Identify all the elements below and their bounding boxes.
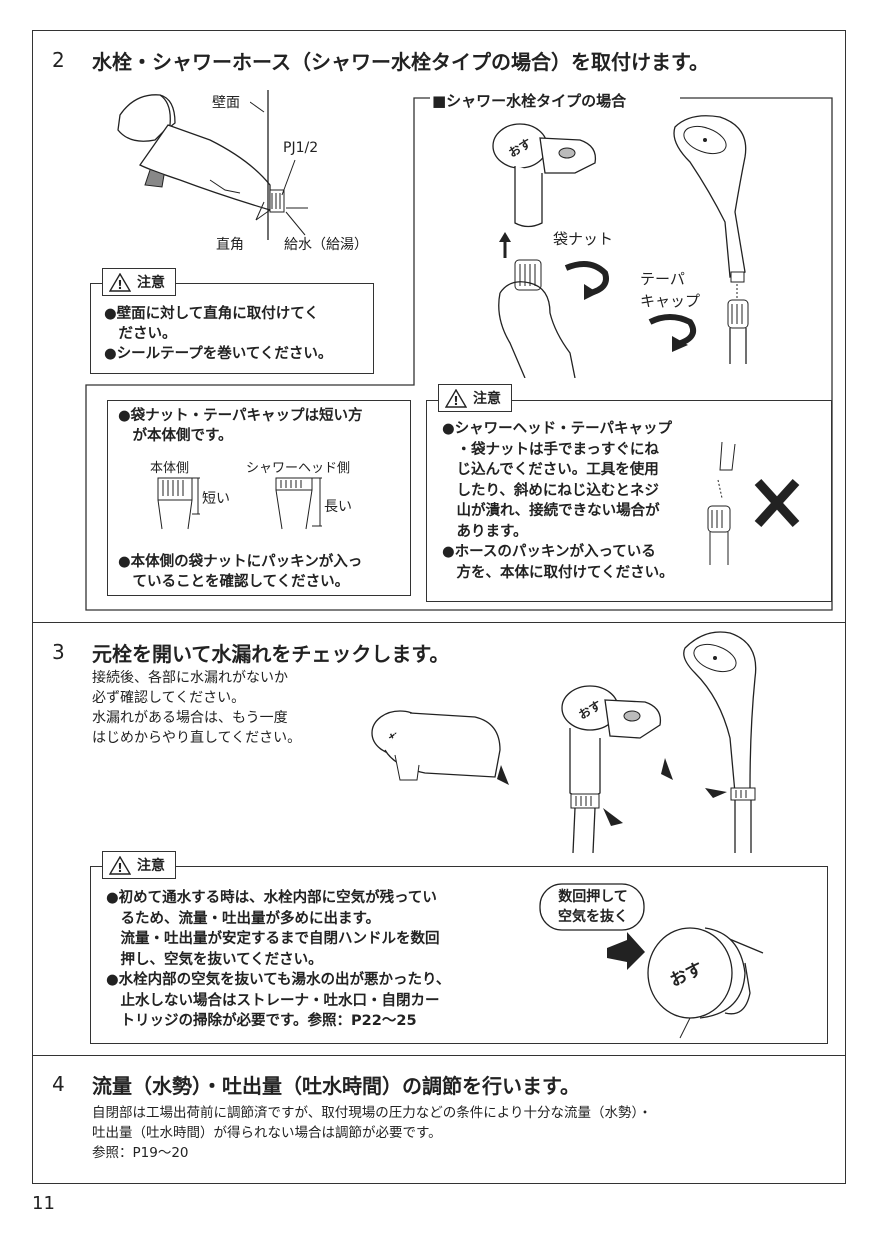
note-line2: ●本体側の袋ナットにパッキンが入っ ていることを確認してください。: [118, 554, 363, 590]
label-shower-side: シャワーヘッド側: [246, 461, 351, 476]
push-knob-illustration: おす: [607, 927, 764, 1039]
wall-lines: [250, 90, 308, 240]
shower-type-frame: [85, 97, 833, 611]
label-pj: PJ1/2: [283, 140, 319, 156]
nut-comparison-illustration: [157, 477, 322, 530]
caution-label: 注意: [137, 275, 165, 291]
page-frame: [32, 30, 846, 1184]
page-number: 11: [32, 1193, 55, 1214]
step2-number: 2: [52, 48, 65, 72]
warning-icon: !: [109, 855, 131, 875]
caution3-text: ●初めて通水する時は、水栓内部に空気が残ってい るため、流量・吐出量が多めに出ま…: [106, 890, 451, 1029]
caution-box-wall: [90, 283, 374, 374]
label-body-side: 本体側: [150, 461, 190, 476]
wrong-angle-illustration: [707, 441, 800, 565]
step3-number: 3: [52, 640, 65, 664]
label-bag-nut: 袋ナット: [553, 230, 614, 248]
label-short: 短い: [202, 491, 230, 507]
step3-title: 元栓を開いて水漏れをチェックします。: [92, 642, 450, 666]
shower-faucet-check-illustration: おす: [561, 631, 757, 854]
divider-step3: [32, 622, 846, 623]
bubble-text: 数回押して 空気を抜く: [558, 889, 628, 925]
step3-body: 接続後、各部に水漏れがないか 必ず確認してください。 水漏れがある場合は、もう一…: [92, 670, 302, 746]
caution-tag-1: ! 注意: [102, 268, 176, 296]
caution-tag-3: ! 注意: [102, 851, 176, 879]
divider-step4: [32, 1055, 846, 1056]
x-mark-icon: [754, 478, 800, 528]
step4-body: 自閉部は工場出荷前に調節済ですが、取付現場の圧力などの条件により十分な流量（水勢…: [92, 1105, 652, 1161]
note-line1: ●袋ナット・テーパキャップは短い方 が本体側です。: [118, 408, 363, 444]
caution-tag-2: ! 注意: [438, 384, 512, 412]
wall-faucet-illustration: [117, 94, 285, 213]
step4-title: 流量（水勢）・吐出量（吐水時間）の調節を行います。: [92, 1074, 580, 1098]
shower-faucet-hand-illustration: おす: [492, 123, 609, 378]
svg-text:!: !: [117, 861, 122, 875]
step4-number: 4: [52, 1072, 65, 1096]
label-supply: 給水（給湯）: [284, 237, 368, 253]
step2-title: 水栓・シャワーホース（シャワー水栓タイプの場合）を取付けます。: [92, 50, 709, 74]
caution2-text: ●シャワーヘッド・テーパキャップ ・袋ナットは手でまっすぐにね じ込んでください…: [442, 421, 674, 581]
caution1-text: ●壁面に対して直角に取付けてく ださい。 ●シールテープを巻いてください。: [104, 306, 333, 362]
warning-icon: !: [445, 388, 467, 408]
caution-label: 注意: [473, 391, 501, 407]
shower-head-illustration: [648, 115, 749, 364]
warning-icon: !: [109, 272, 131, 292]
label-long: 長い: [324, 499, 352, 515]
faucet-side-illustration: おす: [371, 710, 509, 785]
note-box-nut: [107, 400, 411, 596]
shower-type-title: ■シャワー水栓タイプの場合: [432, 92, 627, 110]
push-arrow-icon: [607, 932, 645, 970]
label-right-angle: 直角: [216, 237, 244, 253]
label-wall: 壁面: [212, 95, 240, 111]
speech-bubble: [539, 883, 645, 931]
caution-box-shower: [426, 400, 832, 602]
label-taper: テーパ: [640, 270, 685, 288]
svg-text:!: !: [117, 278, 122, 292]
svg-text:!: !: [453, 394, 458, 408]
caution-label: 注意: [137, 858, 165, 874]
label-cap: キャップ: [640, 292, 701, 310]
caution-box-air: [90, 866, 828, 1044]
